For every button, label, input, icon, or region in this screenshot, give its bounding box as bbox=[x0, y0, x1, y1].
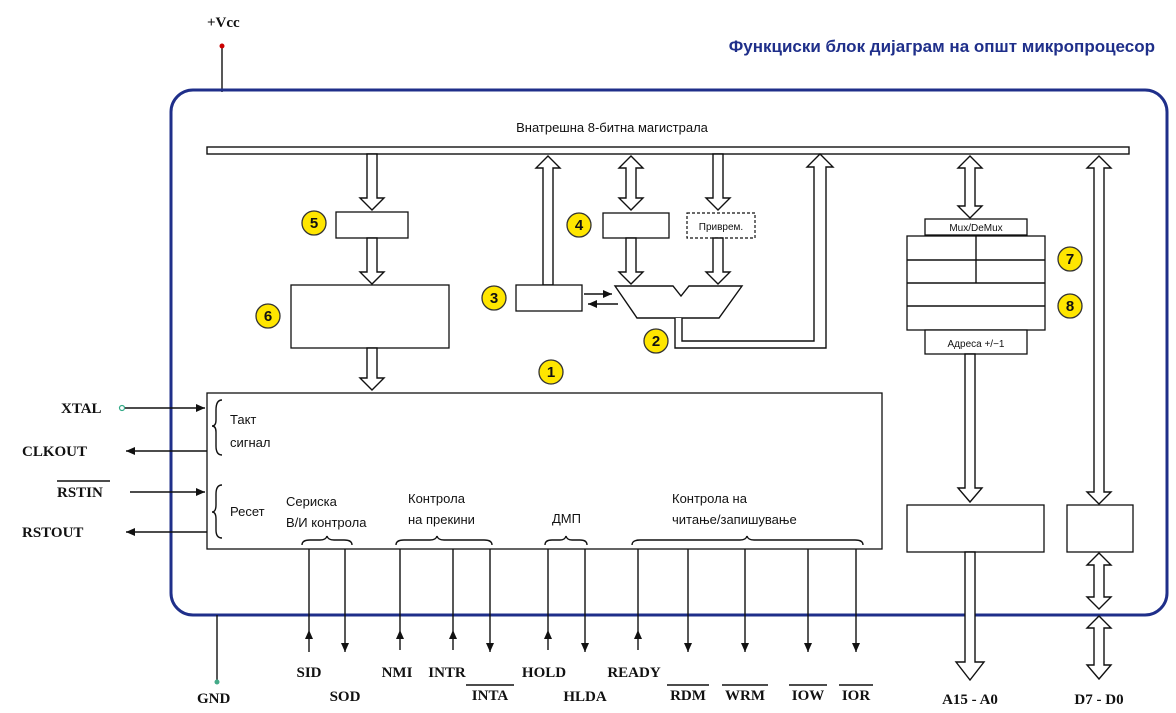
interrupt-label-line1: Контрола bbox=[408, 491, 466, 506]
rdm-label: RDM bbox=[670, 688, 706, 704]
address-incrementer-label: Адреса +/−1 bbox=[948, 339, 1005, 350]
serial-io-label-line2: В/И контрола bbox=[286, 515, 367, 530]
dma-group-brace bbox=[544, 535, 588, 546]
svg-text:8: 8 bbox=[1066, 298, 1074, 315]
register4-to-alu-arrow bbox=[617, 237, 645, 285]
mux-demux-label: Mux/DeMux bbox=[949, 223, 1002, 234]
bus-mux-bidirectional-arrow bbox=[956, 155, 984, 219]
svg-text:1: 1 bbox=[547, 364, 555, 381]
rstin-label: RSTIN bbox=[57, 485, 103, 501]
temp-register-label: Приврем. bbox=[699, 222, 743, 233]
vcc-node bbox=[219, 43, 225, 49]
address-to-buffer-arrow bbox=[956, 353, 984, 504]
serial-group-brace bbox=[301, 535, 353, 546]
gnd-label: GND bbox=[197, 691, 231, 707]
temp-register bbox=[686, 212, 756, 239]
instruction-decoder-block-6 bbox=[290, 284, 450, 349]
address-bus-output-arrow bbox=[954, 551, 986, 682]
badge-2: 2 bbox=[643, 328, 669, 354]
rw-control-label-line2: читање/запишување bbox=[672, 512, 797, 527]
inta-label: INTA bbox=[472, 688, 509, 704]
svg-text:2: 2 bbox=[652, 333, 660, 350]
register-block-4 bbox=[602, 212, 670, 239]
badge-5: 5 bbox=[301, 210, 327, 236]
interrupt-group-brace bbox=[395, 535, 493, 546]
interrupt-label-line2: на прекини bbox=[408, 512, 475, 527]
svg-text:4: 4 bbox=[575, 217, 584, 234]
data-bus-label: D7 - D0 bbox=[1074, 692, 1123, 708]
block6-to-control-arrow bbox=[358, 347, 386, 391]
badge-1: 1 bbox=[538, 359, 564, 385]
xtal-node bbox=[118, 404, 126, 412]
temp-to-alu-arrow bbox=[704, 237, 732, 285]
rw-control-label-line1: Контрола на bbox=[672, 491, 748, 506]
alu-output-loop-arrow bbox=[674, 153, 835, 349]
svg-text:7: 7 bbox=[1066, 251, 1074, 268]
svg-text:6: 6 bbox=[264, 308, 272, 325]
sod-label: SOD bbox=[330, 689, 361, 705]
clkout-label: CLKOUT bbox=[22, 444, 87, 460]
clock-label-line1: Такт bbox=[230, 412, 256, 427]
vcc-label: +Vcc bbox=[207, 15, 240, 31]
iow-label: IOW bbox=[792, 688, 825, 704]
ready-label: READY bbox=[607, 665, 661, 681]
bus-data-buffer-bidirectional-arrow bbox=[1085, 155, 1113, 505]
alu-block-2 bbox=[613, 285, 744, 319]
badge-8: 8 bbox=[1057, 293, 1083, 319]
ior-label: IOR bbox=[842, 688, 871, 704]
rw-group-brace bbox=[631, 535, 864, 546]
intr-label: INTR bbox=[428, 665, 466, 681]
bus-to-temp-register-arrow bbox=[704, 153, 732, 211]
mux-demux bbox=[924, 218, 1028, 236]
sid-label: SID bbox=[296, 665, 321, 681]
serial-io-label-line1: Сериска bbox=[286, 494, 338, 509]
rstout-label: RSTOUT bbox=[22, 525, 83, 541]
badge-3: 3 bbox=[481, 285, 507, 311]
reset-label: Ресет bbox=[230, 504, 265, 519]
badge-4: 4 bbox=[566, 212, 592, 238]
hold-label: HOLD bbox=[522, 665, 566, 681]
control-unit-block-1 bbox=[206, 392, 883, 550]
internal-bus bbox=[206, 146, 1130, 155]
bus-register4-bidirectional-arrow bbox=[617, 155, 645, 211]
reset-brace bbox=[211, 484, 223, 539]
dma-label: ДМП bbox=[552, 511, 581, 526]
address-bus-label: A15 - A0 bbox=[942, 692, 998, 708]
wrm-label: WRM bbox=[725, 688, 765, 704]
bus-to-register5-arrow bbox=[358, 153, 386, 211]
register3-to-bus-arrow bbox=[534, 155, 562, 286]
badge-6: 6 bbox=[255, 303, 281, 329]
internal-bus-label: Внатрешна 8-битна магистрала bbox=[516, 120, 709, 135]
data-buffer bbox=[1066, 504, 1134, 553]
svg-text:3: 3 bbox=[490, 290, 498, 307]
gnd-node bbox=[214, 679, 220, 685]
xtal-label: XTAL bbox=[61, 401, 102, 417]
clock-label-line2: сигнал bbox=[230, 435, 271, 450]
register-block-3 bbox=[515, 284, 583, 312]
diagram-title: Функциски блок дијаграм на општ микропро… bbox=[729, 37, 1155, 56]
data-bus-output-arrow bbox=[1085, 615, 1113, 681]
register5-to-block6-arrow bbox=[358, 237, 386, 285]
chip-outline bbox=[169, 88, 1169, 617]
hlda-label: HLDA bbox=[563, 689, 607, 705]
register-block-5 bbox=[335, 211, 409, 239]
svg-text:5: 5 bbox=[310, 215, 318, 232]
badge-7: 7 bbox=[1057, 246, 1083, 272]
nmi-label: NMI bbox=[382, 665, 413, 681]
address-buffer bbox=[906, 504, 1045, 553]
address-incrementer bbox=[924, 329, 1028, 355]
data-buffer-inner-arrow bbox=[1085, 552, 1113, 610]
clock-brace bbox=[211, 399, 223, 456]
